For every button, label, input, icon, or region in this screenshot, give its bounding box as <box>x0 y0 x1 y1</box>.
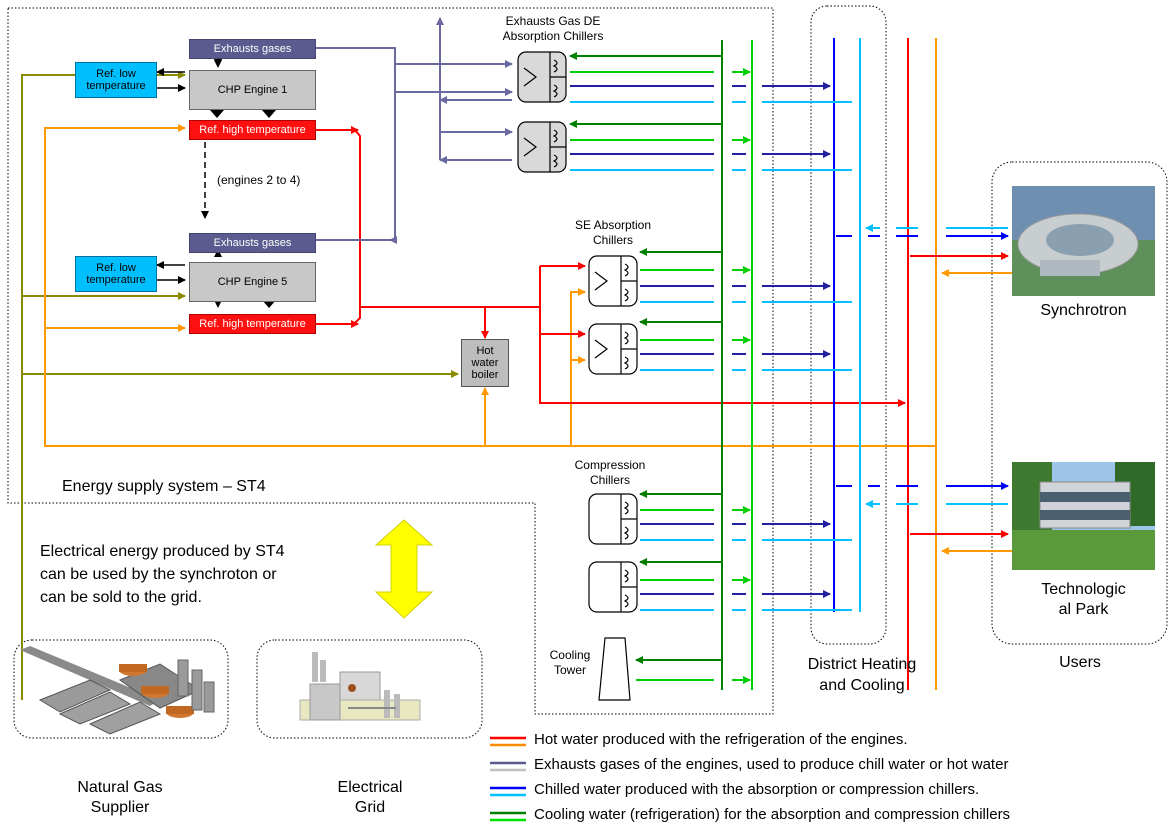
chilled-water-return <box>570 38 1008 612</box>
exhausts-gas-de-label: Exhausts Gas DE Absorption Chillers <box>478 14 628 44</box>
electrical-note-line1: Electrical energy produced by ST4 <box>40 543 285 560</box>
cooling-water-supply <box>569 40 723 690</box>
dhc-line2: and Cooling <box>819 677 905 694</box>
tech-park-line2: al Park <box>1058 601 1109 618</box>
users-label: Users <box>1059 654 1101 671</box>
legend-item-chilled: Chilled water produced with the absorpti… <box>534 781 980 798</box>
chilled-water-main <box>833 38 1009 612</box>
chp-engine-1-box: CHP Engine 1 <box>189 70 316 110</box>
compression-line1: Compression <box>574 458 646 472</box>
exhausts-gases-label-1: Exhausts gases <box>213 43 292 55</box>
natural-gas-line1: Natural Gas <box>77 779 163 796</box>
ref-low-label-1b: temperature <box>86 80 146 92</box>
exhausts-gases-box-1: Exhausts gases <box>189 39 316 59</box>
chp-engine-5-box: CHP Engine 5 <box>189 262 316 302</box>
ref-high-label-2: Ref. high temperature <box>199 318 306 330</box>
boiler-label-b: boiler <box>471 369 499 381</box>
dhc-line1: District Heating <box>807 656 917 673</box>
electrical-grid-line1: Electrical <box>337 779 403 796</box>
energy-supply-system-label: Energy supply system – ST4 <box>62 478 266 495</box>
tech-park-line1: Technologic <box>1041 581 1126 598</box>
ref-high-label-1: Ref. high temperature <box>199 124 306 136</box>
district-heating-cooling-label: District Heating and Cooling <box>792 654 932 696</box>
electrical-grid-plant-illustration <box>299 652 421 721</box>
orange-return-lines <box>44 38 1012 690</box>
natural-gas-plant-illustration <box>20 646 215 735</box>
engine-black-arrows <box>156 68 209 284</box>
technological-park-label: Technologic al Park <box>1012 580 1155 620</box>
ref-low-label-1a: Ref. low <box>96 68 136 80</box>
red-hot-water-lines <box>310 38 1009 690</box>
exhausts-gases-label-2: Exhausts gases <box>213 237 292 249</box>
legend-item-hot-water: Hot water produced with the refrigeratio… <box>534 731 908 748</box>
electrical-grid-line2: Grid <box>354 799 386 816</box>
chilled-water-supply <box>570 82 831 598</box>
se-absorption-line2: Chillers <box>592 233 633 247</box>
technological-park-photo <box>1012 462 1155 570</box>
ref-low-label-2b: temperature <box>86 274 146 286</box>
cooling-water-return <box>570 40 753 690</box>
hot-water-boiler-box: Hot water boiler <box>461 339 509 387</box>
exhaust-gas-lines <box>316 17 513 244</box>
yellow-double-arrow <box>374 519 434 619</box>
natural-gas-supplier-label: Natural Gas Supplier <box>40 778 200 818</box>
electrical-note-line2: can be used by the synchroton or <box>40 566 277 583</box>
ref-low-label-2a: Ref. low <box>96 262 136 274</box>
compression-line2: Chillers <box>589 473 630 487</box>
dotted-outlines <box>7 5 1168 739</box>
exhausts-gas-de-line1: Exhausts Gas DE <box>505 14 601 28</box>
se-absorption-label: SE Absorption Chillers <box>548 218 678 248</box>
legend-item-exhausts: Exhausts gases of the engines, used to p… <box>534 756 1009 773</box>
electrical-note-line3: can be sold to the grid. <box>40 589 202 606</box>
cooling-tower-line1: Cooling <box>549 648 591 662</box>
ref-low-temp-box-2: Ref. low temperature <box>75 256 157 292</box>
natural-gas-line2: Supplier <box>90 799 150 816</box>
ref-high-temp-box-1: Ref. high temperature <box>189 120 316 140</box>
legend-item-cooling: Cooling water (refrigeration) for the ab… <box>534 806 1011 823</box>
cooling-tower-shape <box>598 637 631 701</box>
chiller-internals <box>523 52 637 612</box>
chp-engine-5-label: CHP Engine 5 <box>217 276 288 288</box>
electrical-note: Electrical energy produced by ST4 can be… <box>40 540 285 609</box>
exhausts-gases-box-2: Exhausts gases <box>189 233 316 253</box>
chp-engine-1-label: CHP Engine 1 <box>217 84 288 96</box>
absorption-chiller-units <box>517 51 567 173</box>
se-absorption-line1: SE Absorption <box>574 218 652 232</box>
engines-2-to-4-label: (engines 2 to 4) <box>217 173 301 187</box>
legend-swatches <box>490 736 526 822</box>
synchrotron-label: Synchrotron <box>1040 302 1127 319</box>
compression-chillers-label: Compression Chillers <box>550 458 670 488</box>
cooling-tower-label: Cooling Tower <box>540 648 600 678</box>
se-and-compression-chiller-units <box>588 255 638 613</box>
exhausts-gas-de-line2: Absorption Chillers <box>502 29 604 43</box>
ref-low-temp-box-1: Ref. low temperature <box>75 62 157 98</box>
boiler-label-a: Hot water <box>471 345 499 369</box>
cooling-tower-line2: Tower <box>553 663 586 677</box>
electrical-grid-label: Electrical Grid <box>300 778 440 818</box>
synchrotron-photo <box>1012 186 1155 296</box>
ref-high-temp-box-2: Ref. high temperature <box>189 314 316 334</box>
